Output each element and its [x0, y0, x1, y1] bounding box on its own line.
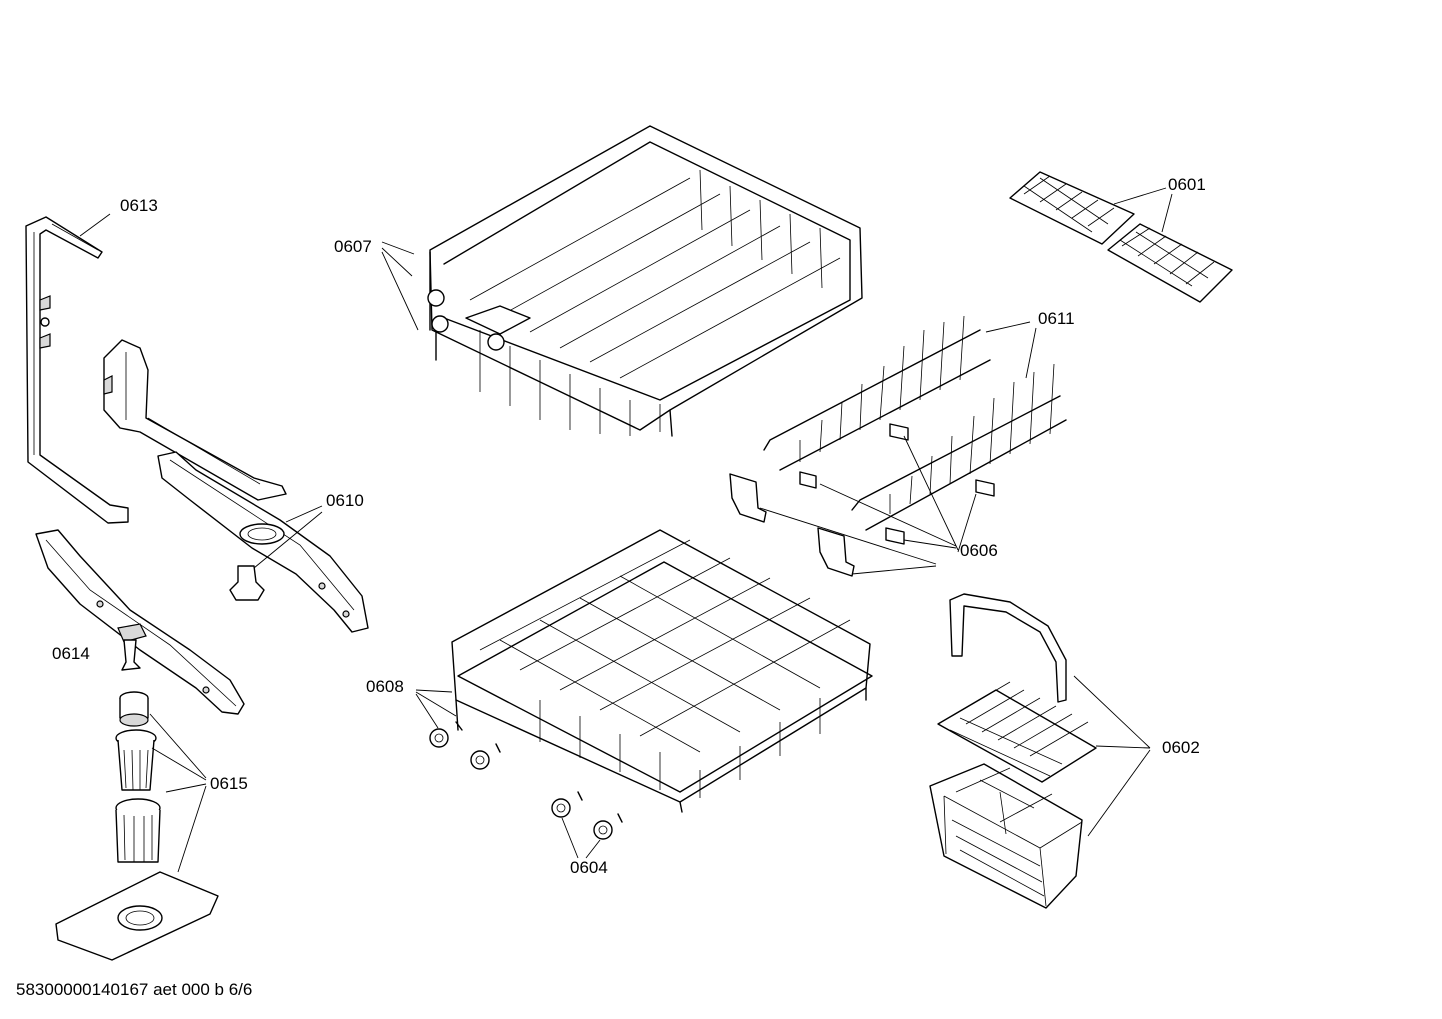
- part-0610-upper-spray-arm: [103, 339, 369, 633]
- callout-0610: 0610: [326, 491, 364, 510]
- callout-0604: 0604: [570, 858, 608, 877]
- part-0614-lower-spray-arm: [35, 529, 245, 715]
- callout-0615: 0615: [210, 774, 248, 793]
- part-0613-supply-pipe: [25, 216, 129, 524]
- part-0607-upper-basket: [427, 125, 863, 437]
- callout-0602: 0602: [1162, 738, 1200, 757]
- part-0606-clips: [729, 423, 995, 577]
- callout-0608: 0608: [366, 677, 404, 696]
- part-0608-lower-basket: [451, 529, 873, 813]
- part-0604-rollers: [429, 721, 623, 840]
- leader-lines: [79, 187, 1173, 873]
- callout-0614: 0614: [52, 644, 90, 663]
- part-0615-filter-set: [55, 691, 219, 961]
- document-id-footer: 58300000140167 aet 000 b 6/6: [16, 980, 253, 999]
- callout-0606: 0606: [960, 541, 998, 560]
- callout-0613: 0613: [120, 196, 158, 215]
- callout-0607: 0607: [334, 237, 372, 256]
- callout-0611: 0611: [1038, 309, 1075, 328]
- part-0611-tine-rows: [763, 315, 1067, 531]
- callout-0601: 0601: [1168, 175, 1206, 194]
- part-0602-cutlery-basket: [929, 593, 1097, 909]
- part-0601-cup-racks: [1009, 171, 1233, 303]
